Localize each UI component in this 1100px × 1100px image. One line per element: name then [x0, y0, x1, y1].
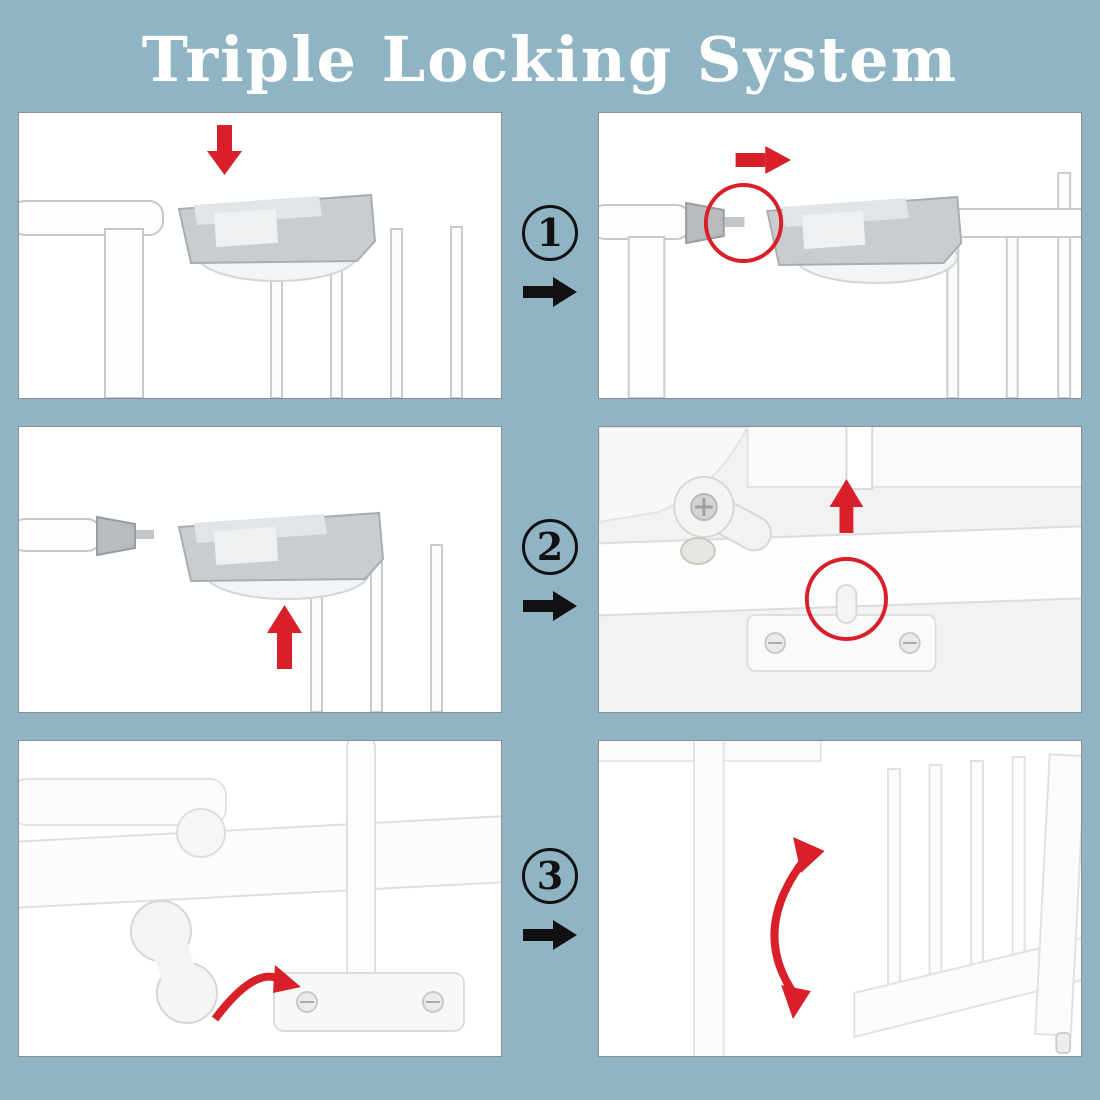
vertical-bar — [346, 741, 376, 1005]
step-1-marker: 1 — [502, 112, 598, 399]
step-2-right-photo — [598, 426, 1082, 714]
double-knob-lever — [130, 900, 218, 1025]
latch-handle — [766, 196, 963, 285]
step-number-badge: 1 — [522, 204, 578, 261]
latch-handle — [177, 512, 385, 601]
gate-frame — [599, 201, 745, 399]
lock-lever-knob — [673, 476, 772, 566]
step-2-marker: 2 — [502, 426, 598, 713]
step-3-right-photo — [598, 740, 1082, 1058]
bottom-lever-illustration — [19, 741, 501, 1057]
foot-pin — [1055, 1032, 1072, 1055]
upper-rail — [19, 778, 227, 827]
step-3-row: 3 — [18, 740, 1082, 1058]
vertical-bar — [845, 427, 874, 491]
upper-frame — [746, 427, 1081, 489]
gate-frame — [19, 515, 154, 557]
black-right-arrow-icon — [523, 276, 577, 307]
latch-lift-illustration — [19, 427, 501, 713]
red-highlight-circle — [804, 557, 889, 642]
gate-frame — [19, 200, 164, 399]
red-up-arrow-icon — [829, 479, 864, 534]
steps-grid: 1 — [0, 112, 1100, 1058]
step-1-row: 1 — [18, 112, 1082, 400]
red-down-arrow-icon — [207, 125, 242, 176]
step-1-right-photo — [598, 112, 1082, 400]
step-3-marker: 3 — [502, 740, 598, 1057]
poster-title: Triple Locking System — [141, 23, 959, 96]
step-1-left-photo — [18, 112, 502, 400]
hinge-hub — [176, 808, 226, 859]
latch-press-down-illustration — [19, 113, 501, 399]
floor-base-plate — [746, 614, 937, 673]
gate-open-illustration — [599, 741, 1081, 1057]
floor-base-plate — [273, 972, 465, 1033]
black-right-arrow-icon — [523, 590, 577, 621]
bottom-pin-illustration — [599, 427, 1081, 713]
top-rail — [944, 208, 1081, 239]
black-right-arrow-icon — [523, 919, 577, 950]
step-2-left-photo — [18, 426, 502, 714]
red-up-arrow-icon — [267, 605, 302, 670]
red-curved-arrow-icon — [211, 965, 301, 1022]
right-frame — [1034, 753, 1081, 1037]
main-beam — [19, 814, 501, 910]
step-number-badge: 3 — [522, 847, 578, 904]
latch-handle — [177, 194, 377, 283]
lock-pin — [835, 584, 858, 625]
step-3-left-photo — [18, 740, 502, 1058]
step-2-row: 2 — [18, 426, 1082, 714]
bottom-rail — [853, 937, 1081, 1039]
left-post — [693, 741, 725, 1057]
red-curved-double-arrow-icon — [770, 837, 825, 1020]
red-right-arrow-icon — [735, 146, 792, 175]
red-highlight-circle — [703, 183, 784, 264]
latch-slide-illustration — [599, 113, 1081, 399]
step-number-badge: 2 — [522, 518, 578, 575]
